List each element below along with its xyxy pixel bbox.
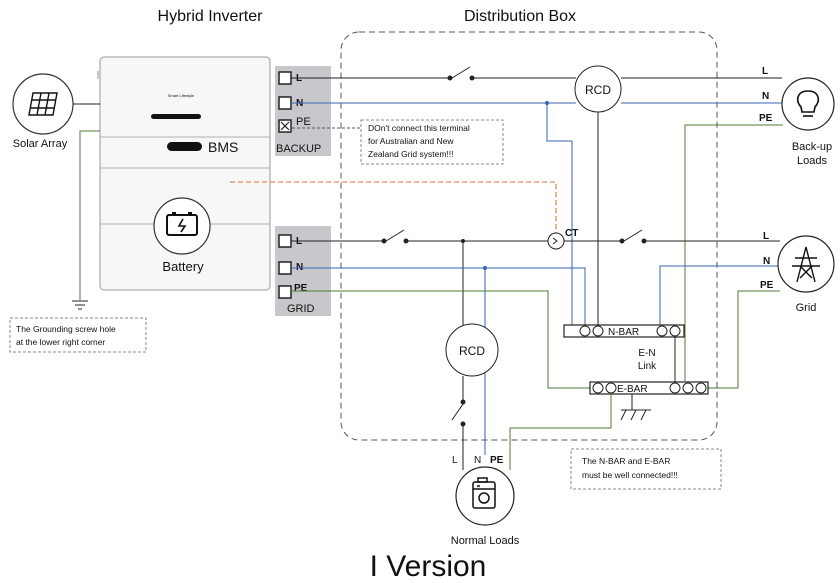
switch-icon <box>623 229 643 242</box>
light-bulb-icon <box>796 90 820 117</box>
backup-live-wire <box>291 66 782 81</box>
inverter-brand: Smart Lifestyle <box>168 93 195 98</box>
normal-loads-earth-wire <box>509 393 612 470</box>
backup-loads-label-1: Back-up <box>792 141 832 153</box>
pe-note-line2: for Australian and New <box>368 136 454 146</box>
rcd-bottom-label: RCD <box>459 344 485 358</box>
switch-icon <box>451 66 471 79</box>
ground-icon <box>620 394 651 421</box>
grounding-note-line2: at the lower right corner <box>16 337 105 347</box>
normal-loads-l: L <box>452 455 458 466</box>
backup-pe-label: PE <box>296 116 311 128</box>
ct-sensor <box>547 232 565 250</box>
n-bar: N-BAR <box>563 324 685 338</box>
ct-label: CT <box>565 228 578 239</box>
normal-loads-pe: PE <box>490 455 504 466</box>
backup-loads-label-2: Loads <box>797 155 827 167</box>
bar-note-line2: must be well connected!!! <box>582 470 678 480</box>
pe-note-box <box>360 119 504 165</box>
ground-icon <box>72 300 88 310</box>
grid-l: L <box>763 231 769 242</box>
backup-loads-n: N <box>762 91 769 102</box>
en-link-label-2: Link <box>638 361 657 372</box>
backup-loads-l: L <box>762 66 768 77</box>
normal-loads-label: Normal Loads <box>451 535 520 547</box>
switch-icon <box>385 229 405 242</box>
grid-live-wire <box>291 229 780 327</box>
solar-array-label: Solar Array <box>13 138 68 150</box>
normal-loads-live-wire <box>451 376 466 470</box>
inverter-ground-wire <box>79 130 100 300</box>
n-bar-label: N-BAR <box>608 327 639 338</box>
pe-note-line3: Zealand Grid system!!! <box>368 149 454 159</box>
bms-label: BMS <box>208 139 238 155</box>
distribution-box-title: Distribution Box <box>464 8 576 25</box>
grid-earth-wire <box>291 290 780 389</box>
grid-pe-label: PE <box>294 283 308 294</box>
en-link-label-1: E-N <box>638 348 655 359</box>
grounding-note-box <box>9 317 147 353</box>
rcd-bottom <box>445 323 499 377</box>
washing-machine-icon <box>472 477 496 509</box>
grounding-note-line1: The Grounding screw hole <box>16 324 116 334</box>
e-bar-label: E-BAR <box>617 384 648 395</box>
normal-loads-circle <box>455 466 515 526</box>
bar-note-line1: The N-BAR and E-BAR <box>582 456 670 466</box>
grid-port-name: GRID <box>287 303 315 315</box>
grid-n: N <box>763 256 770 267</box>
solar-array-circle <box>12 73 74 135</box>
bms-indicator <box>167 142 202 151</box>
battery-icon <box>166 212 198 236</box>
grid-port: L N PE GRID <box>275 226 331 316</box>
grid-neutral-wire <box>291 265 780 455</box>
solar-panel-icon <box>28 92 58 116</box>
backup-neutral-wire <box>291 102 783 326</box>
grid-circle <box>777 235 835 293</box>
grid-pe: PE <box>760 280 774 291</box>
distribution-box-enclosure <box>340 31 718 441</box>
inverter-display <box>151 114 201 119</box>
inverter-title: Hybrid Inverter <box>158 8 264 25</box>
grid-label: Grid <box>796 302 817 314</box>
power-pylon-icon <box>792 246 820 283</box>
backup-port: L N PE BACKUP <box>275 66 331 156</box>
bar-note-box <box>570 448 722 490</box>
backup-loads-circle <box>781 77 835 131</box>
backup-earth-wire <box>684 124 783 381</box>
e-bar: E-BAR <box>589 381 709 395</box>
backup-loads-pe: PE <box>759 113 773 124</box>
pe-note-line1: DOn't connect this terminal <box>368 123 470 133</box>
battery-label: Battery <box>162 259 204 274</box>
ct-communication-wire <box>230 181 557 236</box>
hybrid-inverter: Smart Lifestyle BMS Battery <box>97 56 271 291</box>
version-label: I Version <box>370 550 487 583</box>
rcd-top-label: RCD <box>585 83 611 97</box>
normal-loads-n: N <box>474 455 481 466</box>
backup-port-name: BACKUP <box>276 143 321 155</box>
switch-icon <box>451 403 464 421</box>
